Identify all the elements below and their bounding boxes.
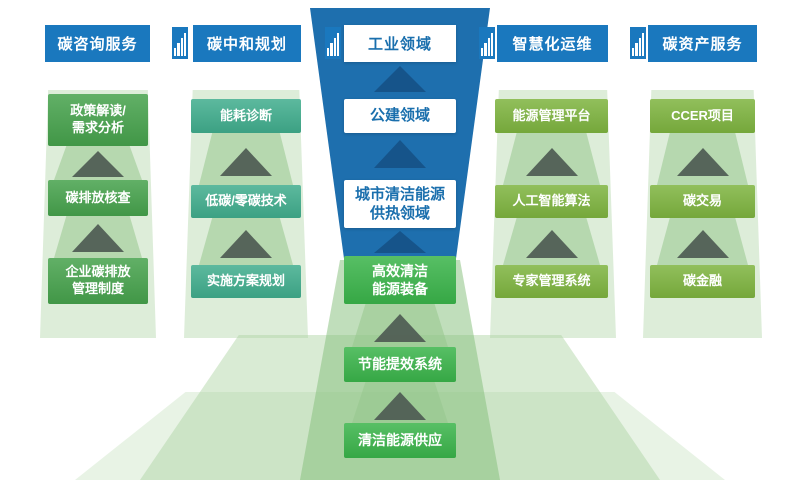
box-expert-management-system: 专家管理系统 [495, 265, 608, 298]
header-industrial-sector: 工业领域 [344, 25, 456, 62]
header-carbon-consulting: 碳咨询服务 [45, 25, 150, 62]
box-ai-algorithm: 人工智能算法 [495, 185, 608, 218]
box-public-building-sector: 公建领域 [344, 99, 456, 133]
box-efficient-clean-energy-equipment: 高效清洁 能源装备 [344, 256, 456, 304]
box-energy-management-platform: 能源管理平台 [495, 99, 608, 133]
growth-bars-icon [172, 27, 188, 59]
box-enterprise-carbon-management: 企业碳排放 管理制度 [48, 258, 148, 304]
header-carbon-neutral-planning: 碳中和规划 [193, 25, 301, 62]
box-carbon-trading: 碳交易 [650, 185, 755, 218]
box-carbon-emission-verification: 碳排放核查 [48, 180, 148, 216]
box-low-zero-carbon-tech: 低碳/零碳技术 [191, 185, 301, 218]
header-smart-operations: 智慧化运维 [497, 25, 608, 62]
box-implementation-plan: 实施方案规划 [191, 265, 301, 298]
growth-bars-icon [630, 27, 646, 59]
box-urban-clean-heating-sector: 城市清洁能源 供热领域 [344, 180, 456, 228]
box-energy-saving-system: 节能提效系统 [344, 347, 456, 382]
box-clean-energy-supply: 清洁能源供应 [344, 423, 456, 458]
box-carbon-finance: 碳金融 [650, 265, 755, 298]
header-carbon-asset-services: 碳资产服务 [648, 25, 757, 62]
box-ccer-project: CCER项目 [650, 99, 755, 133]
box-energy-diagnosis: 能耗诊断 [191, 99, 301, 133]
box-policy-interpretation: 政策解读/ 需求分析 [48, 94, 148, 146]
growth-bars-icon [479, 27, 495, 59]
growth-bars-icon [325, 27, 341, 59]
